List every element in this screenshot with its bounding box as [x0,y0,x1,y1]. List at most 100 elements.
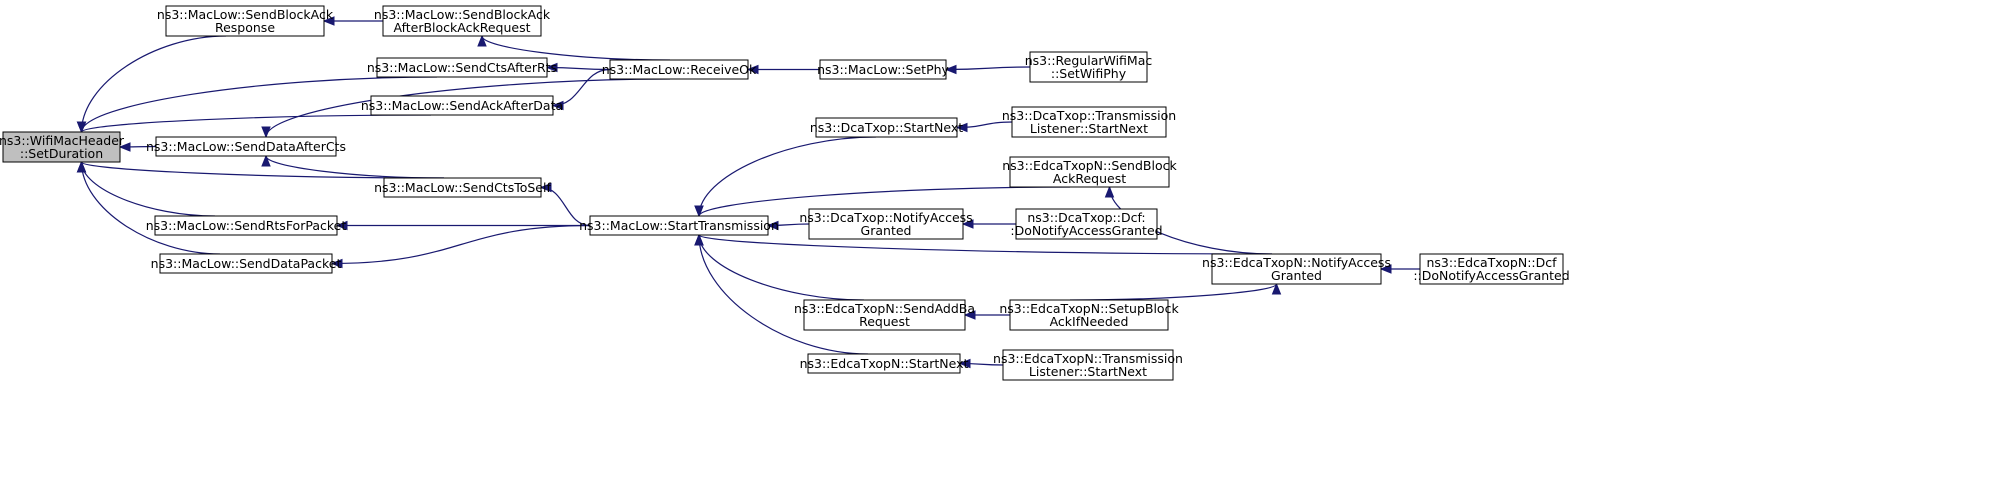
node-label-line: ns3::DcaTxop::StartNext [810,120,963,135]
node-label-line: AfterBlockAckRequest [393,20,530,35]
arrowhead-icon [261,126,271,139]
edge-edca-setup-block-ack-if-needed-to-edca-notify-access-granted [1069,282,1282,301]
node-edca-dcf-do-notify-access-granted[interactable]: ns3::EdcaTxopN::Dcf::DoNotifyAccessGrant… [1413,253,1570,285]
arrowhead-icon [76,160,87,173]
edge-edca-start-next-to-start-transmission [694,233,869,355]
node-label-line: ns3::EdcaTxopN::Dcf [1426,255,1557,270]
node-label-line: ns3::WifiMacHeader [0,133,125,148]
edge-send-cts-to-self-to-send-data-after-cts [261,154,445,179]
node-box [1029,51,1148,83]
arrowhead-icon [539,182,552,193]
node-box [370,95,554,116]
edge-regular-wifi-mac-set-wifi-phy-to-set-phy [944,64,1031,75]
edge-edca-transmission-listener-start-next-to-edca-start-next [958,358,1004,369]
edge-dca-notify-access-granted-to-start-transmission [766,220,810,231]
node-dca-start-next[interactable]: ns3::DcaTxop::StartNext [810,117,963,138]
node-label-line: ns3::EdcaTxopN::SetupBlock [999,301,1179,316]
node-box [1015,208,1158,240]
arrowhead-icon [961,219,974,229]
edge-line [80,35,227,133]
node-send-block-ack-after-bar[interactable]: ns3::MacLow::SendBlockAckAfterBlockAckRe… [374,5,551,37]
node-edca-notify-access-granted[interactable]: ns3::EdcaTxopN::NotifyAccessGranted [1202,253,1391,285]
node-label-line: AckRequest [1053,171,1126,186]
node-label-line: ns3::EdcaTxopN::NotifyAccess [1202,255,1391,270]
arrowhead-icon [958,358,971,369]
node-label-line: ns3::DcaTxop::Dcf: [1027,210,1145,225]
edge-send-block-ack-response-to-set-duration [76,35,227,134]
node-box [1002,349,1174,381]
node-label-line: Response [215,20,275,35]
node-send-data-after-cts[interactable]: ns3::MacLow::SendDataAfterCts [146,136,346,157]
node-set-duration: ns3::WifiMacHeader::SetDuration [0,131,125,163]
node-label-line: :DoNotifyAccessGranted [1010,223,1162,238]
node-send-ack-after-data[interactable]: ns3::MacLow::SendAckAfterData [361,95,563,116]
node-box [808,208,964,240]
node-box [2,131,121,163]
arrowhead-icon [1271,282,1282,295]
edge-receive-ok-to-send-block-ack-after-bar [477,34,671,61]
edge-edca-send-block-ack-request-to-start-transmission [694,186,1071,218]
edge-line [481,35,671,61]
node-receive-ok[interactable]: ns3::MacLow::ReceiveOk [602,59,757,80]
node-dca-transmission-listener-start-next[interactable]: ns3::DcaTxop::TransmissionListener::Star… [1002,106,1176,138]
arrowhead-icon [1104,185,1115,198]
node-label-line: ns3::MacLow::SendDataPacket [151,256,342,271]
arrowhead-icon [963,310,976,320]
node-edca-transmission-listener-start-next[interactable]: ns3::EdcaTxopN::TransmissionListener::St… [993,349,1183,381]
edge-send-cts-to-self-to-set-duration [76,160,445,179]
node-label-line: ns3::MacLow::SendAckAfterData [361,98,563,113]
node-label-line: Request [859,314,910,329]
arrowhead-icon [746,64,759,75]
node-regular-wifi-mac-set-wifi-phy[interactable]: ns3::RegularWifiMac::SetWifiPhy [1025,51,1153,83]
node-label-line: Granted [861,223,912,238]
node-label-line: ns3::MacLow::SetPhy [817,62,949,77]
arrowhead-icon [694,205,704,218]
arrowhead-icon [551,100,564,111]
node-label-line: AckIfNeeded [1050,314,1129,329]
node-label-line: ns3::MacLow::SendDataAfterCts [146,139,346,154]
edge-edca-send-add-ba-request-to-start-transmission [694,233,865,301]
node-dca-notify-access-granted[interactable]: ns3::DcaTxop::NotifyAccessGranted [799,208,973,240]
edge-send-data-after-cts-to-set-duration [118,142,157,152]
node-send-cts-to-self[interactable]: ns3::MacLow::SendCtsToSelf [374,177,551,198]
edge-start-transmission-to-send-rts-for-packet [335,220,590,231]
arrowhead-icon [335,220,348,231]
node-label-line: ns3::EdcaTxopN::SendBlock [1002,158,1177,173]
node-label-line: ns3::MacLow::SendBlockAck [157,7,334,22]
node-box [1211,253,1382,285]
edge-dca-transmission-listener-start-next-to-dca-start-next [955,121,1013,133]
node-send-cts-after-rts[interactable]: ns3::MacLow::SendCtsAfterRts [367,57,557,78]
edge-line [698,186,1071,217]
node-label-line: ns3::MacLow::SendBlockAck [374,7,551,22]
node-send-data-packet[interactable]: ns3::MacLow::SendDataPacket [151,253,342,274]
node-edca-start-next[interactable]: ns3::EdcaTxopN::StartNext [800,353,969,374]
edge-edca-notify-access-granted-to-start-transmission [694,233,1273,255]
node-box [819,59,947,80]
node-label-line: ns3::MacLow::SendCtsToSelf [374,180,551,195]
node-set-phy[interactable]: ns3::MacLow::SetPhy [817,59,950,80]
node-box [609,59,749,80]
node-label-line: ns3::EdcaTxopN::Transmission [993,351,1183,366]
node-box [165,5,325,37]
node-box [376,57,548,78]
node-label-line: ::DoNotifyAccessGranted [1413,268,1569,283]
arrowhead-icon [545,62,558,73]
arrowhead-icon [1379,264,1392,274]
node-label-line: ::SetDuration [20,146,103,161]
arrowhead-icon [322,16,335,26]
edge-set-phy-to-receive-ok [746,64,820,75]
edge-dca-dcf-do-notify-access-granted-to-dca-notify-access-granted [961,219,1016,229]
node-start-transmission[interactable]: ns3::MacLow::StartTransmission [579,215,779,236]
edge-line [331,224,591,265]
node-dca-dcf-do-notify-access-granted[interactable]: ns3::DcaTxop::Dcf::DoNotifyAccessGranted [1010,208,1163,240]
node-box [1009,156,1170,188]
node-send-rts-for-packet[interactable]: ns3::MacLow::SendRtsForPacket [146,215,347,236]
edge-dca-start-next-to-start-transmission [694,136,877,218]
edge-edca-dcf-do-notify-access-granted-to-edca-notify-access-granted [1379,264,1420,274]
node-box [383,177,542,198]
